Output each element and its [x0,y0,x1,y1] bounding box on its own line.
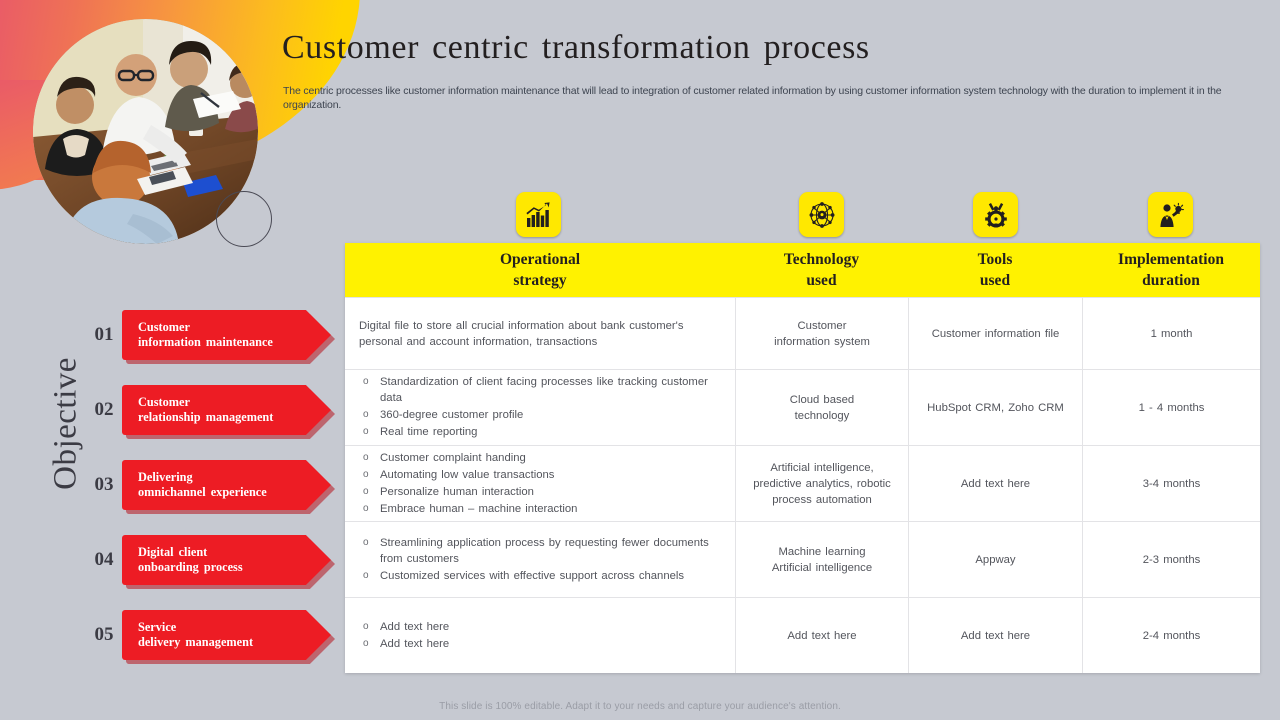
strategy-bullet: Personalize human interaction [359,484,721,500]
strategy-bullet: 360-degree customer profile [359,407,721,423]
strategy-bullet: Real time reporting [359,424,721,440]
step-arrow[interactable]: Delivering omnichannel experience [122,460,335,514]
step-label-line1: Delivering [138,470,193,484]
header-line1: Operational [499,251,581,268]
strategy-bullet: Add text here [359,636,721,652]
cell-operational-strategy: Customer complaint handing Automating lo… [345,446,735,521]
cell-operational-strategy: Add text here Add text here [345,598,735,673]
step-number: 03 [94,474,114,495]
step-label-line2: relationship management [138,410,274,424]
step-label-line2: delivery management [138,635,254,649]
step-arrow[interactable]: Customer relationship management [122,385,335,439]
cell-implementation-duration: 2-3 months [1082,522,1260,597]
table-row: Digital file to store all crucial inform… [345,297,1260,369]
step-row-2[interactable]: 02 Customer relationship management [86,382,335,439]
growth-bar-chart-icon [525,201,552,228]
strategy-bullet: Streamlining application process by requ… [359,535,721,567]
circle-outline-decoration [216,191,272,247]
step-row-5[interactable]: 05 Service delivery management [86,607,335,664]
page-subtitle: The centric processes like customer info… [283,85,1222,111]
table-header-implementation-duration: Implementation duration [1082,243,1260,297]
step-label-line1: Digital client [138,545,208,559]
cell-technology-used: Add text here [735,598,908,673]
objective-axis-label: Objective [47,357,84,490]
step-number: 04 [94,549,114,570]
cell-implementation-duration: 3-4 months [1082,446,1260,521]
person-idea-bulb-icon [1158,202,1184,228]
header-line2: used [806,272,837,289]
step-row-4[interactable]: 04 Digital client onboarding process [86,532,335,589]
strategy-bullet: Add text here [359,619,721,635]
cell-tools-used: Customer information file [908,298,1082,369]
table-header-operational-strategy: Operational strategy [345,243,735,297]
step-number: 02 [94,399,114,420]
header-line1: Tools [977,251,1013,268]
page-title: Customer centric transformation process [282,29,870,66]
cell-implementation-duration: 2-4 months [1082,598,1260,673]
header-line2: strategy [513,272,567,289]
strategy-bullet-list: Customer complaint handing Automating lo… [359,450,721,518]
step-label-line1: Customer [138,395,190,409]
header-line1: Implementation [1118,251,1224,268]
step-label-line1: Customer [138,320,190,334]
strategy-bullet: Embrace human – machine interaction [359,501,721,517]
cell-operational-strategy: Digital file to store all crucial inform… [345,298,735,369]
header-line2: duration [1142,272,1200,289]
step-arrow[interactable]: Customer information maintenance [122,310,335,364]
table-header-tools-used: Tools used [908,243,1082,297]
step-label-line2: onboarding process [138,560,243,574]
step-row-3[interactable]: 03 Delivering omnichannel experience [86,457,335,514]
cell-tools-used: Add text here [908,446,1082,521]
step-label-line1: Service [138,620,177,634]
step-label-line2: information maintenance [138,335,273,349]
gear-tools-icon-badge [973,192,1018,237]
network-hub-icon [809,201,835,228]
table-row: Standardization of client facing process… [345,369,1260,445]
cell-implementation-duration: 1 - 4 months [1082,370,1260,445]
growth-bar-chart-icon-badge [516,192,561,237]
table-row: Streamlining application process by requ… [345,521,1260,597]
strategy-bullet-list: Add text here Add text here [359,619,721,653]
header-line2: used [979,272,1011,289]
strategy-bullet-list: Streamlining application process by requ… [359,535,721,585]
cell-technology-used: Cloud based technology [735,370,908,445]
strategy-bullet: Standardization of client facing process… [359,374,721,406]
cell-operational-strategy: Streamlining application process by requ… [345,522,735,597]
cell-tools-used: Appway [908,522,1082,597]
strategy-paragraph: Digital file to store all crucial inform… [359,319,684,348]
strategy-bullet: Customer complaint handing [359,450,721,466]
header-line1: Technology [783,251,860,268]
strategy-bullet: Customized services with effective suppo… [359,568,721,584]
cell-technology-used: Machine learning Artificial intelligence [735,522,908,597]
strategy-bullet: Automating low value transactions [359,467,721,483]
network-hub-icon-badge [799,192,844,237]
step-label-line2: omnichannel experience [138,485,267,499]
table-row: Add text here Add text here Add text her… [345,597,1260,673]
cell-operational-strategy: Standardization of client facing process… [345,370,735,445]
step-row-1[interactable]: 01 Customer information maintenance [86,307,335,364]
step-number: 05 [94,624,114,645]
slide-footer-note: This slide is 100% editable. Adapt it to… [439,701,841,712]
step-number: 01 [94,324,114,345]
cell-tools-used: HubSpot CRM, Zoho CRM [908,370,1082,445]
person-idea-bulb-icon-badge [1148,192,1193,237]
table-header-technology-used: Technology used [735,243,908,297]
table-row: Customer complaint handing Automating lo… [345,445,1260,521]
cell-technology-used: Customer information system [735,298,908,369]
step-arrow[interactable]: Digital client onboarding process [122,535,335,589]
transformation-table: Operational strategy Technology used Too… [345,243,1260,673]
gear-tools-icon [983,202,1009,228]
cell-implementation-duration: 1 month [1082,298,1260,369]
strategy-bullet-list: Standardization of client facing process… [359,374,721,441]
table-header-row: Operational strategy Technology used Too… [345,243,1260,297]
cell-tools-used: Add text here [908,598,1082,673]
step-arrow[interactable]: Service delivery management [122,610,335,664]
cell-technology-used: Artificial intelligence, predictive anal… [735,446,908,521]
